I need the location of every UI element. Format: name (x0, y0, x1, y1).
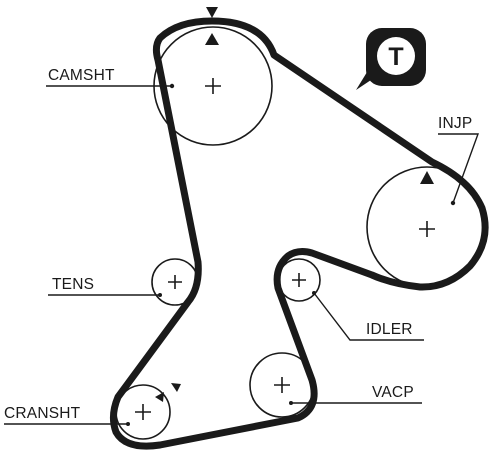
centre-cross-icon (168, 275, 182, 289)
tensioner-label: TENS (52, 276, 94, 293)
tool-badge-icon: T (356, 28, 426, 90)
injection-pump-timing-mark-icon (420, 171, 434, 184)
crankshaft-pulley (115, 384, 171, 440)
camshaft-timing-mark-icon (205, 33, 219, 45)
crankshaft-timing-mark-icon (155, 392, 164, 402)
injection-pump-leader-line (438, 133, 479, 204)
centre-cross-icon (135, 404, 151, 420)
crankshaft-label: CRANSHT (4, 405, 81, 422)
centre-cross-icon (205, 78, 221, 94)
crankshaft-timing-arrow-icon (171, 383, 181, 392)
idler-pulley (277, 258, 321, 302)
centre-cross-icon (419, 221, 435, 237)
centre-cross-icon (292, 273, 306, 287)
idler-leader-line (313, 292, 424, 341)
tool-badge-letter: T (388, 43, 403, 71)
injection-pump-pulley (366, 166, 488, 288)
camshaft-timing-arrow-icon (206, 7, 218, 18)
timing-belt (109, 17, 489, 450)
vacuum-pump-label: VACP (372, 384, 414, 401)
idler-label: IDLER (366, 321, 413, 338)
camshaft-label: CAMSHT (48, 67, 115, 84)
vacuum-pump-pulley (249, 352, 315, 418)
centre-cross-icon (274, 377, 290, 393)
tensioner-pulley (151, 258, 199, 306)
injection-pump-label: INJP (438, 115, 472, 132)
